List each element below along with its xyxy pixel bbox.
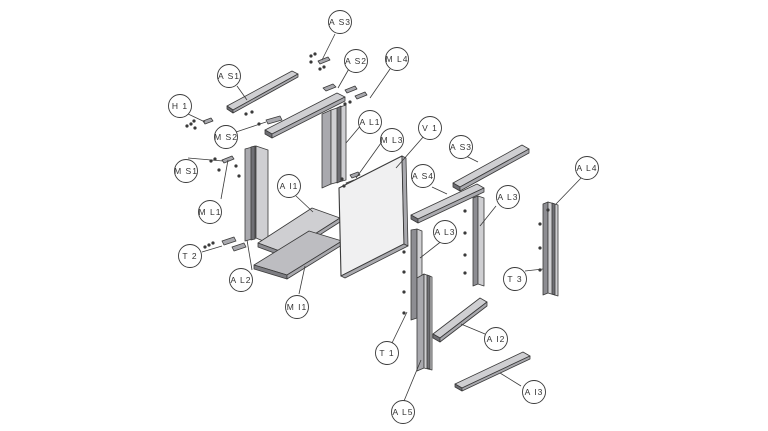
part-ms1-connector [221,155,235,164]
part-ai3-rail [454,351,531,392]
label-al1: A L1 [359,117,380,127]
label-as4: A S4 [412,171,434,181]
callout-as3-right: A S3 [449,135,473,159]
part-ai2-rail [432,297,488,343]
callout-al2: A L2 [229,268,253,292]
callout-as3-top: A S3 [328,10,352,34]
part-as3-rail [452,144,530,192]
label-t3: T 3 [507,274,522,284]
callout-ml1: M L1 [198,200,222,224]
callout-mi1: M I1 [285,295,309,319]
fastener-dots [185,52,550,315]
label-t1: T 1 [379,348,394,358]
part-as3-top-connector [317,56,331,65]
label-ml3: M L3 [381,135,404,145]
callout-al4: A L4 [575,156,599,180]
callout-ms1: M S1 [174,159,198,183]
part-al1-post [321,104,347,189]
callout-t2: T 2 [178,244,202,268]
callout-as4: A S4 [411,164,435,188]
label-al2: A L2 [230,275,251,285]
callout-al3-lower: A L3 [433,220,457,244]
label-al5: A L5 [392,407,413,417]
callout-al5: A L5 [391,400,415,424]
label-as3-top: A S3 [329,17,351,27]
part-as2-rail [264,83,346,139]
callout-ms2: M S2 [214,125,238,149]
callout-al1: A L1 [358,110,382,134]
label-ai1: A I1 [280,181,299,191]
part-ml4-connectors [344,85,368,100]
part-h1-hinge [202,117,214,125]
part-as4-rail [410,183,485,224]
label-as1: A S1 [218,71,240,81]
callout-al3-upper: A L3 [496,185,520,209]
label-ml1: M L1 [199,207,222,217]
label-h1: H 1 [172,101,188,111]
callout-ai1: A I1 [277,174,301,198]
label-al4: A L4 [576,163,597,173]
label-mi1: M I1 [287,302,308,312]
part-al5-post [416,273,433,372]
callout-t1: T 1 [375,341,399,365]
label-ms2: M S2 [214,132,238,142]
label-al3-upper: A L3 [497,192,518,202]
part-t2-connector [221,236,247,252]
label-ai3: A I3 [525,387,544,397]
part-ms2-connector [265,115,283,125]
label-ai2: A I2 [487,334,506,344]
part-as1-rail [226,70,299,114]
callout-ml3: M L3 [380,128,404,152]
callout-t3: T 3 [503,267,527,291]
callout-as2: A S2 [344,49,368,73]
callout-h1: H 1 [168,94,192,118]
callout-ai3: A I3 [522,380,546,404]
part-v1-panel [338,155,409,279]
label-ml4: M L4 [386,54,409,64]
callout-v1: V 1 [418,116,442,140]
label-as2: A S2 [345,56,367,66]
part-al4-post [542,201,559,297]
parts [202,56,559,392]
callout-ml4: M L4 [385,47,409,71]
callout-as1: A S1 [217,64,241,88]
label-ms1: M S1 [174,166,198,176]
leader-lines [185,33,584,402]
label-as3-right: A S3 [450,142,472,152]
label-v1: V 1 [422,123,438,133]
callout-ai2: A I2 [484,327,508,351]
label-t2: T 2 [182,251,197,261]
part-al2-post [244,145,269,244]
label-al3-lower: A L3 [434,227,455,237]
part-al3-upper-post [472,195,485,287]
